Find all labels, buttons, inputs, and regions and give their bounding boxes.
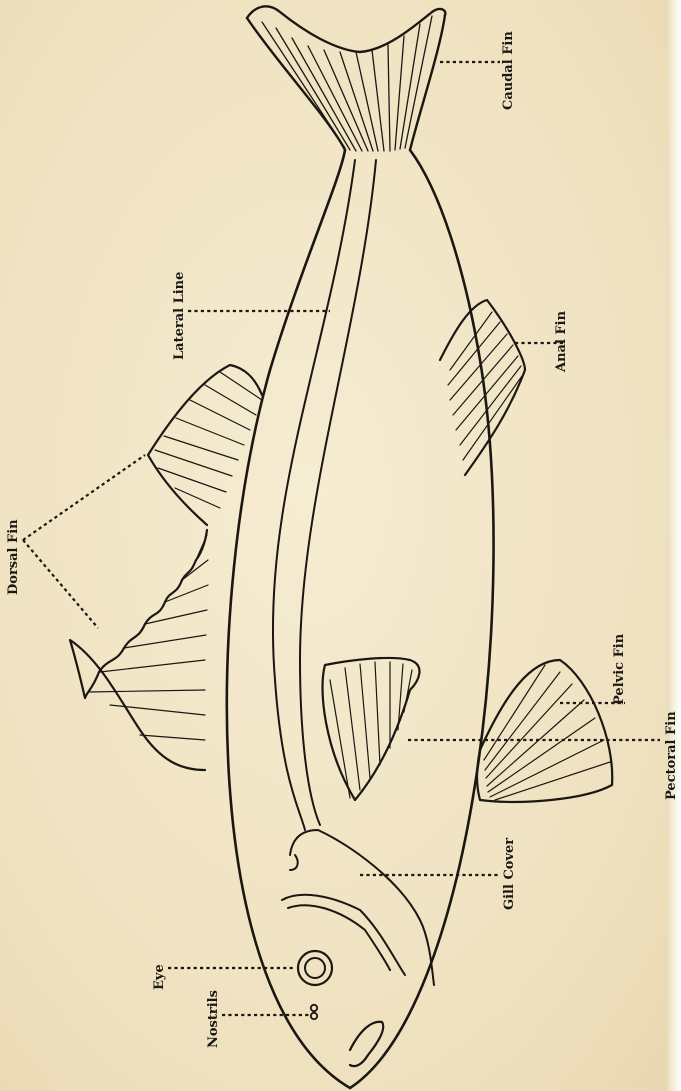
mouth-shape — [350, 1022, 383, 1066]
label-dorsal-fin: Dorsal Fin — [6, 519, 21, 595]
label-eye: Eye — [152, 964, 167, 990]
fish-body-outline — [227, 150, 494, 1088]
label-gill-cover: Gill Cover — [502, 838, 517, 910]
label-pectoral-fin: Pectoral Fin — [664, 711, 679, 800]
label-anal-fin: Anal Fin — [554, 311, 569, 372]
leader-dorsal-fin-soft — [23, 455, 145, 540]
pectoral-fin-shape — [323, 658, 420, 800]
pelvic-fin-rays — [484, 665, 610, 800]
gill-cover-shape — [290, 830, 434, 985]
eye-outer — [298, 951, 332, 985]
caudal-peduncle — [247, 15, 445, 150]
leader-dorsal-fin-spiny — [23, 540, 98, 628]
anal-fin-shape — [440, 300, 525, 475]
label-nostrils: Nostrils — [206, 990, 221, 1048]
label-lateral-line: Lateral Line — [172, 272, 187, 360]
gill-arc-inner — [288, 905, 390, 970]
lateral-line-stroke — [273, 160, 355, 830]
eye-inner — [305, 958, 325, 978]
preoperculum — [290, 855, 298, 870]
dorsal-spines — [88, 535, 208, 740]
label-pelvic-fin: Pelvic Fin — [612, 634, 627, 705]
label-caudal-fin: Caudal Fin — [501, 31, 516, 110]
nostrils-shape — [311, 1005, 317, 1019]
pelvic-fin-shape — [477, 660, 612, 802]
caudal-fin-rays — [262, 16, 432, 151]
dorsal-fin-spiny — [70, 530, 207, 770]
